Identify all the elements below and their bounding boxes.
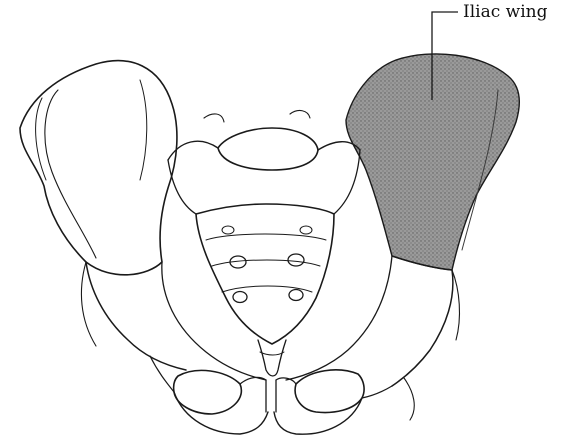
sacrum: [196, 204, 334, 344]
left-obturator-foramen: [174, 370, 242, 414]
left-iliac-wing: [20, 61, 177, 275]
right-obturator-foramen: [295, 370, 364, 413]
coccyx: [258, 340, 286, 376]
iliac-wing-label: Iliac wing: [463, 1, 547, 23]
left-hip: [86, 262, 186, 370]
pubic-symphysis: [266, 380, 276, 412]
sacral-base: [218, 128, 318, 170]
pelvic-brim: [162, 256, 392, 380]
